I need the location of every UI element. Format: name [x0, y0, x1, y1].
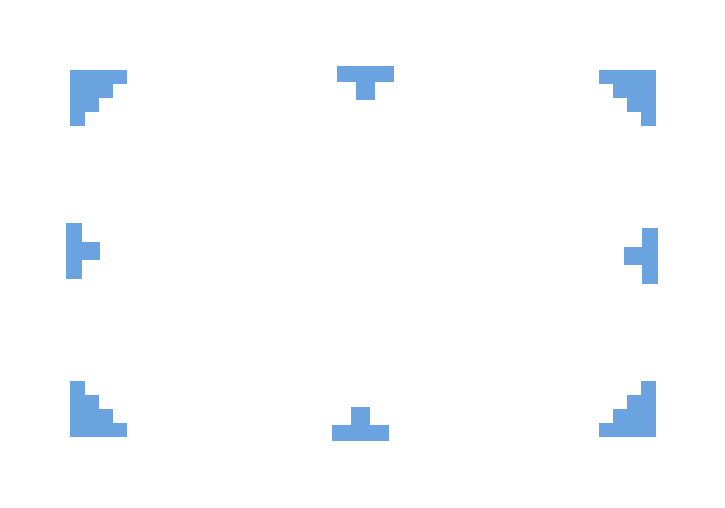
resize-edge-bottom-icon — [332, 407, 389, 441]
resize-corner-top-left-icon — [70, 70, 127, 126]
resize-edge-top-icon — [337, 66, 394, 100]
resize-handle-bottom-center[interactable] — [332, 407, 389, 441]
resize-handle-bottom-left[interactable] — [70, 381, 127, 437]
resize-handle-middle-right[interactable] — [624, 228, 658, 284]
resize-handle-bottom-right[interactable] — [599, 381, 656, 437]
resize-handle-top-center[interactable] — [337, 66, 394, 100]
resize-handle-top-right[interactable] — [599, 70, 656, 126]
resize-handle-middle-left[interactable] — [66, 223, 100, 279]
resize-edge-left-icon — [66, 223, 100, 279]
resize-corner-top-right-icon — [599, 70, 656, 126]
resize-handle-top-left[interactable] — [70, 70, 127, 126]
resize-edge-right-icon — [624, 228, 658, 284]
resize-corner-bottom-right-icon — [599, 381, 656, 437]
resize-corner-bottom-left-icon — [70, 381, 127, 437]
